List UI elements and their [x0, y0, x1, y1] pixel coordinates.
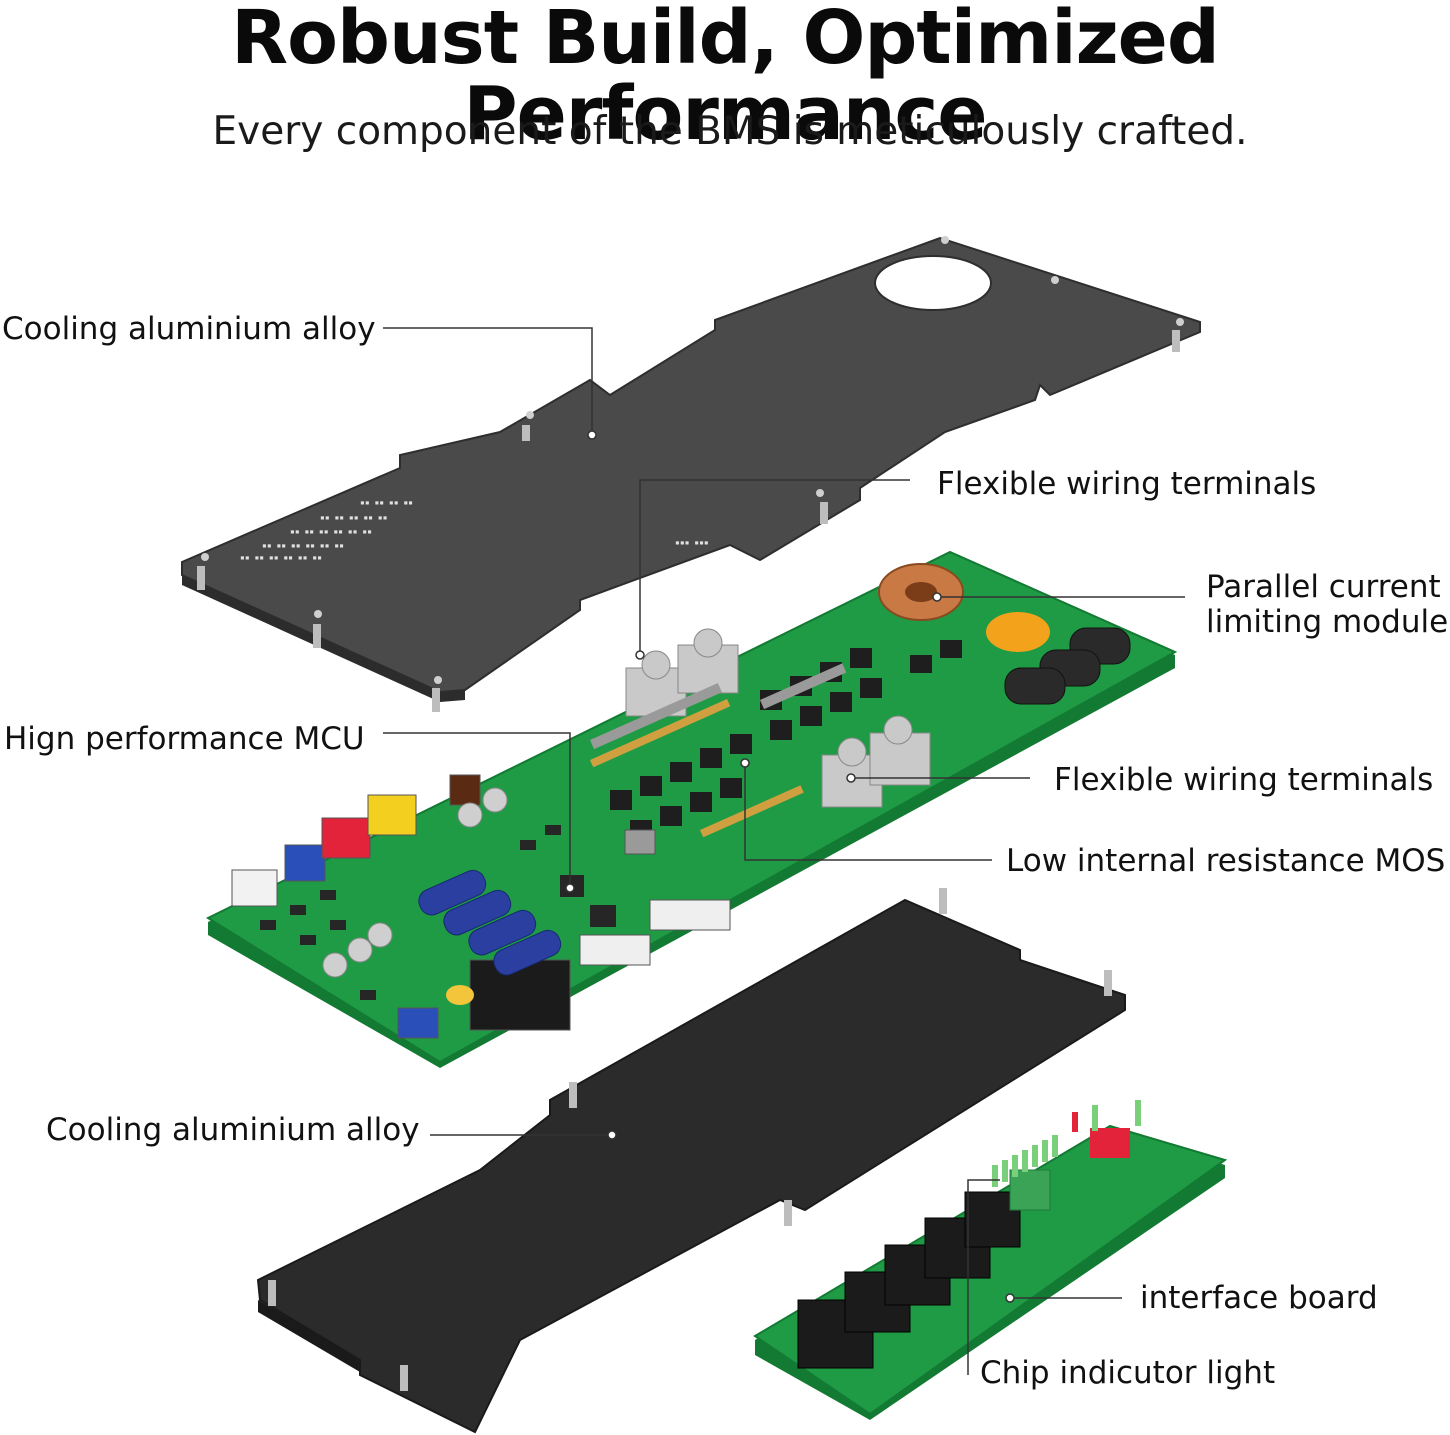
svg-text:▪▪ ▪▪ ▪▪ ▪▪ ▪▪ ▪▪: ▪▪ ▪▪ ▪▪ ▪▪ ▪▪ ▪▪ [290, 527, 372, 536]
page-subtitle: Every component of the BMS is meticulous… [212, 109, 1248, 154]
label-chip-indicator: Chip indicutor light [980, 1355, 1276, 1391]
top-cooling-plate: ▪▪ ▪▪ ▪▪ ▪▪ ▪▪ ▪▪ ▪▪ ▪▪ ▪▪ ▪▪ ▪▪ ▪▪ ▪▪ ▪… [181, 236, 1201, 712]
label-interface-board: interface board [1140, 1280, 1378, 1316]
label-flexible-wiring-top: Flexible wiring terminals [937, 466, 1317, 502]
page-title: Robust Build, Optimized Performance [231, 0, 1220, 157]
label-bottom-cooling-plate: Cooling aluminium alloy [46, 1112, 420, 1148]
bottom-cooling-plate [256, 888, 1126, 1434]
label-top-cooling-plate: Cooling aluminium alloy [2, 311, 376, 347]
svg-text:▪▪ ▪▪ ▪▪ ▪▪ ▪▪ ▪▪: ▪▪ ▪▪ ▪▪ ▪▪ ▪▪ ▪▪ [262, 541, 344, 550]
label-flexible-wiring-bottom: Flexible wiring terminals [1054, 762, 1434, 798]
label-mcu: Hign performance MCU [4, 721, 365, 757]
label-parallel-line1: Parallel current [1206, 569, 1441, 605]
svg-text:▪▪ ▪▪ ▪▪ ▪▪ ▪▪: ▪▪ ▪▪ ▪▪ ▪▪ ▪▪ [320, 513, 387, 522]
label-mos: Low internal resistance MOS [1006, 843, 1446, 879]
main-pcb [205, 550, 1178, 1068]
svg-text:▪▪ ▪▪ ▪▪ ▪▪ ▪▪ ▪▪: ▪▪ ▪▪ ▪▪ ▪▪ ▪▪ ▪▪ [240, 553, 322, 562]
svg-text:▪▪▪ ▪▪▪: ▪▪▪ ▪▪▪ [675, 538, 709, 547]
leader-lines [383, 327, 1185, 1375]
label-parallel-line2: limiting module [1206, 604, 1449, 640]
interface-board [753, 1100, 1228, 1420]
svg-text:▪▪ ▪▪ ▪▪ ▪▪: ▪▪ ▪▪ ▪▪ ▪▪ [360, 498, 413, 507]
